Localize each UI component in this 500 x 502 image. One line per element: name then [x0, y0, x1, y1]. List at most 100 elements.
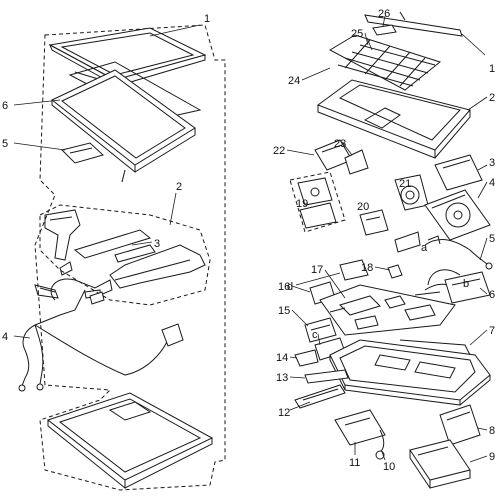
modem-cable — [424, 235, 493, 270]
callout-right-26: 26 — [378, 8, 390, 20]
callout-right-16: 16 — [278, 281, 290, 293]
callout-right-17: 17 — [311, 264, 323, 276]
leader-right-5 — [479, 237, 488, 261]
leader-left-3 — [131, 241, 153, 246]
leader-right-26 — [382, 15, 386, 27]
callout-right-a: a — [421, 242, 428, 254]
callout-right-23: 23 — [334, 138, 346, 150]
leader-left-5 — [13, 142, 66, 151]
part-a-bracket — [394, 231, 421, 253]
battery-pack — [409, 439, 471, 489]
callout-left-2: 2 — [176, 181, 182, 193]
callout-right-20: 20 — [357, 201, 369, 213]
callout-right-d: d — [287, 281, 293, 293]
keyboard — [328, 34, 442, 91]
leader-right-c — [317, 333, 321, 346]
callout-right-8: 8 — [489, 425, 495, 437]
leader-right-4 — [477, 181, 488, 199]
callout-right-12: 12 — [278, 407, 290, 419]
hdd-cover — [344, 149, 369, 175]
palm-rest — [316, 79, 471, 159]
callout-right-10: 10 — [383, 461, 395, 473]
io-bracket — [294, 384, 346, 409]
cpu-heatsink — [359, 209, 389, 236]
lcd-assembly-group — [13, 24, 226, 491]
speaker-assembly — [297, 177, 337, 229]
leader-right-2 — [467, 96, 488, 111]
callout-right-7: 7 — [489, 325, 495, 337]
leader-right-25 — [364, 32, 369, 46]
callout-right-4: 4 — [489, 177, 495, 189]
lcd-assembly-dashed-outline — [34, 24, 226, 491]
memory-chip — [387, 264, 403, 279]
callout-left-3: 3 — [154, 238, 160, 250]
leader-right-6 — [479, 287, 488, 295]
leader-right-13 — [289, 376, 306, 379]
callout-right-3: 3 — [489, 157, 495, 169]
callout-right-24: 24 — [288, 75, 300, 87]
lcd-bezel — [48, 27, 207, 88]
leader-left-1 — [149, 24, 201, 37]
leader-right-24 — [301, 67, 331, 81]
callout-right-22: 22 — [273, 145, 285, 157]
leader-right-17 — [324, 269, 346, 299]
leader-right-18 — [374, 266, 391, 271]
hinge-group-dashed-outline — [39, 204, 211, 306]
leader-right-15 — [291, 309, 309, 327]
memory-door — [439, 404, 481, 446]
speaker-bracket — [294, 349, 319, 367]
callout-left-6: 6 — [2, 100, 8, 112]
callout-right-25: 25 — [351, 28, 363, 40]
leader-right-23 — [341, 141, 353, 156]
leader-left-6 — [13, 99, 61, 106]
callout-right-1: 1 — [489, 63, 495, 75]
side-rail — [304, 369, 349, 384]
antenna-cable — [18, 289, 184, 392]
drive-bay — [424, 189, 491, 241]
speaker-group-dashed-outline — [289, 171, 346, 233]
memory-card — [304, 317, 337, 343]
callout-right-c: c — [312, 329, 318, 341]
callout-right-21: 21 — [399, 178, 411, 190]
callout-right-b: b — [463, 278, 469, 290]
leader-right-8 — [477, 427, 488, 431]
optical-drive — [434, 154, 483, 191]
hinge-right — [109, 244, 206, 289]
hinge-left — [44, 209, 81, 276]
callout-left-1: 1 — [204, 13, 210, 25]
leader-right-16 — [291, 285, 311, 293]
callout-right-15: 15 — [278, 305, 290, 317]
modem-card — [444, 271, 491, 304]
base-assembly-group — [286, 11, 493, 489]
leader-left-2 — [169, 192, 177, 226]
leader-right-14 — [289, 356, 298, 359]
leader-right-10 — [381, 451, 386, 461]
leader-right-12 — [289, 401, 311, 411]
callout-left-5: 5 — [2, 138, 8, 150]
bottom-door — [334, 409, 386, 446]
leader-left-4 — [13, 335, 31, 339]
callout-right-2: 2 — [489, 92, 495, 104]
callout-right-6: 6 — [489, 289, 495, 301]
keyboard-bracket — [372, 24, 397, 36]
callout-right-18: 18 — [361, 262, 373, 274]
leader-right-22 — [286, 149, 315, 156]
lcd-cable-bracket — [73, 229, 156, 263]
base-frame — [329, 339, 491, 406]
lcd-rear-cover — [46, 392, 214, 490]
leader-right-3 — [477, 164, 488, 171]
callout-right-19: 19 — [296, 198, 308, 210]
callout-labels: 1 2 3 4 5 6 1 2 3 4 5 6 7 8 9 10 11 12 1… — [2, 8, 495, 473]
cooling-fan — [394, 174, 429, 211]
hinge-cover — [364, 11, 463, 37]
callout-right-9: 9 — [489, 451, 495, 463]
leader-right-1 — [461, 33, 486, 56]
inverter-board — [61, 142, 104, 164]
leader-right-d — [295, 272, 341, 286]
leader-right-9 — [469, 455, 488, 463]
callout-right-11: 11 — [349, 457, 360, 469]
callout-left-4: 4 — [2, 331, 8, 343]
lcd-panel — [51, 69, 196, 183]
system-board — [319, 284, 456, 336]
